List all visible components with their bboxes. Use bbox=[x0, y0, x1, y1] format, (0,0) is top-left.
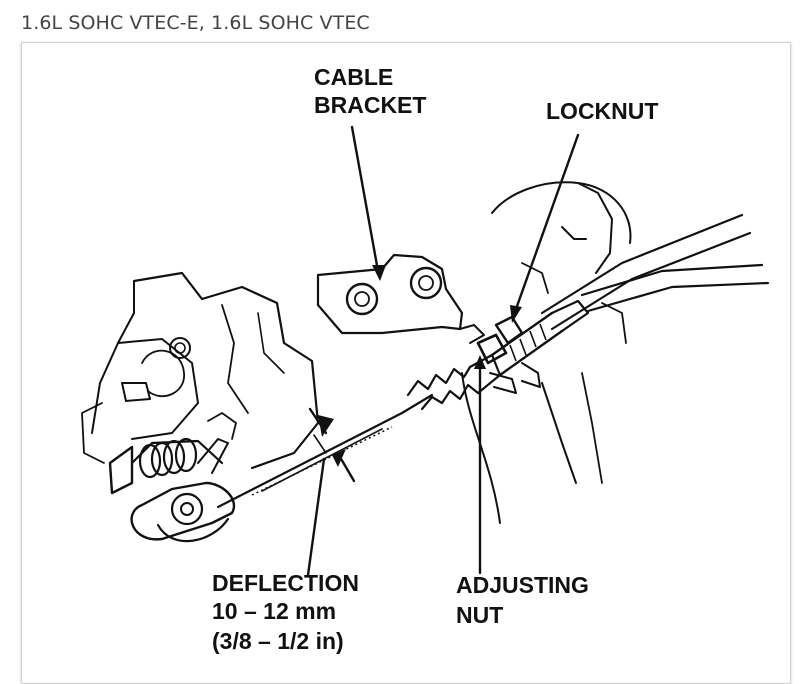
leader-lines bbox=[306, 125, 580, 577]
diagram-caption: 1.6L SOHC VTEC-E, 1.6L SOHC VTEC bbox=[21, 12, 370, 34]
label-deflection-line1: DEFLECTION bbox=[212, 570, 359, 596]
engine-outline-icon bbox=[461, 181, 632, 524]
deflection-arrows-icon bbox=[308, 407, 356, 483]
label-cable-bracket-line1: CABLE bbox=[314, 64, 393, 90]
transmission-housing-icon bbox=[81, 271, 320, 470]
diagram-frame: CABLE BRACKET LOCKNUT DEFLECTION 10 – 12… bbox=[21, 42, 791, 684]
label-deflection-line3: (3/8 – 1/2 in) bbox=[212, 628, 344, 654]
clutch-cable-icon bbox=[216, 299, 590, 509]
hose-icon bbox=[540, 213, 770, 331]
label-cable-bracket-line2: BRACKET bbox=[314, 92, 426, 118]
adjusting-nut-icon bbox=[476, 333, 541, 394]
label-deflection-line2: 10 – 12 mm bbox=[212, 598, 336, 624]
clutch-release-lever-icon bbox=[108, 412, 237, 543]
cable-bracket-icon bbox=[316, 253, 485, 344]
clutch-cable-diagram: CABLE BRACKET LOCKNUT DEFLECTION 10 – 12… bbox=[81, 64, 770, 654]
locknut-icon bbox=[494, 315, 524, 345]
label-locknut: LOCKNUT bbox=[546, 98, 658, 124]
label-adjusting-line1: ADJUSTING bbox=[456, 572, 589, 598]
label-adjusting-line2: NUT bbox=[456, 602, 503, 628]
